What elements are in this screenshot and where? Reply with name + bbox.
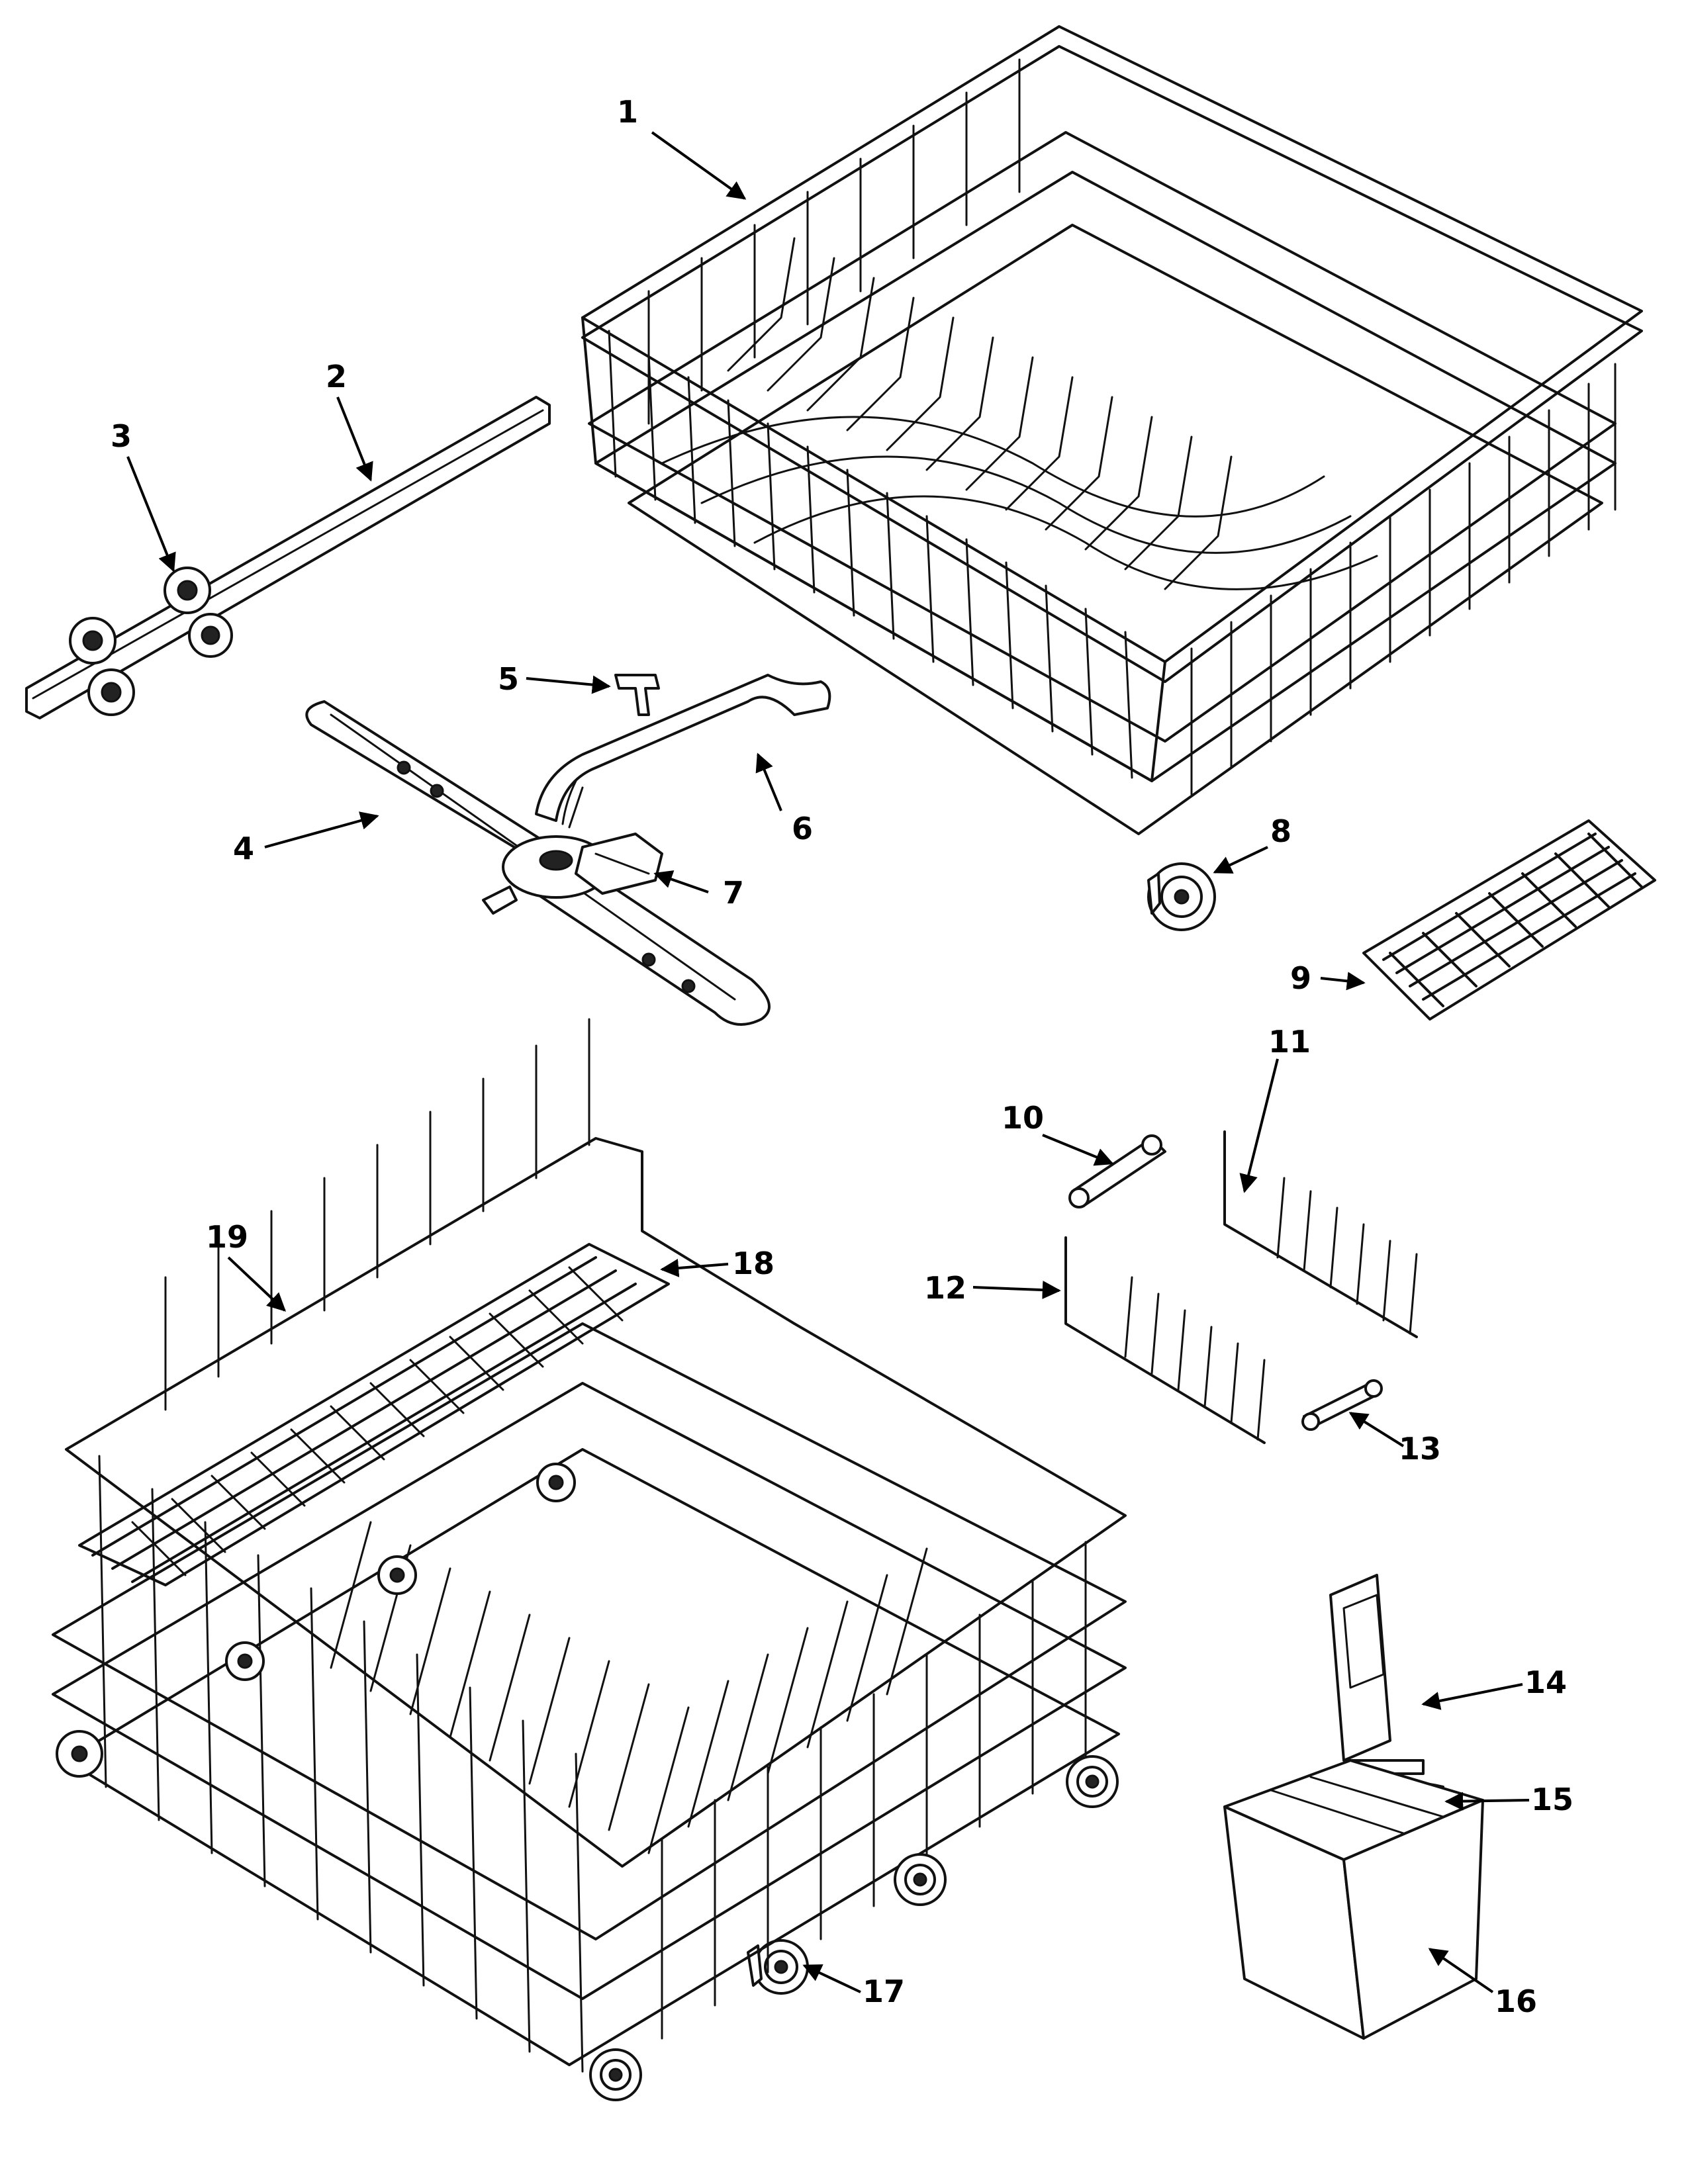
tine-row-left [1064,1236,1266,1444]
callout-17: 17 [863,1974,905,2009]
rail-roller-2 [69,617,117,664]
upper-rack [581,25,1643,835]
rail-roller-4 [87,668,135,716]
callout-18: 18 [732,1246,774,1281]
callout-12: 12 [924,1270,966,1306]
supply-tube-clip [614,674,660,716]
lower-rack-wheel-mid [894,1853,947,1906]
leader-8 [1213,846,1268,874]
callout-labels: 1 2 3 4 5 6 7 8 9 10 11 12 13 14 15 16 1… [111,94,1573,2019]
lower-rack-wheel-left [56,1730,103,1778]
lower-rack-wheel [747,1939,809,1995]
rail-rollers [69,567,233,716]
leader-lines [126,131,1530,1993]
callout-6: 6 [792,811,813,846]
lower-rack-wheel-right [1066,1755,1119,1808]
leader-17 [802,1964,861,1993]
leader-13 [1348,1412,1405,1447]
callout-15: 15 [1531,1782,1573,1817]
leader-19 [227,1256,287,1312]
tine-clip-lower [1301,1379,1383,1431]
leader-14 [1421,1683,1523,1710]
callout-16: 16 [1495,1983,1537,2019]
spray-arm [305,700,771,1026]
callout-9: 9 [1290,960,1311,996]
fold-down-tines [1362,819,1656,1021]
callout-5: 5 [498,661,519,697]
leader-5 [526,675,611,694]
callout-19: 19 [206,1219,248,1255]
callout-11: 11 [1268,1024,1311,1060]
leader-7 [653,870,709,893]
callout-3: 3 [111,418,132,454]
leader-3 [126,456,176,572]
leader-4 [264,811,379,848]
silverware-basket [1223,1759,1484,2040]
rack-wheel [1147,862,1216,931]
leader-1 [651,131,747,200]
leader-11 [1239,1058,1279,1193]
leader-16 [1428,1948,1494,1993]
leader-2 [336,396,373,482]
callout-2: 2 [326,359,347,394]
rail-roller-3 [188,613,233,658]
lower-fold-down-tines [78,1243,670,1586]
tine-row-right [1223,1130,1418,1338]
callout-13: 13 [1399,1431,1441,1467]
callout-4: 4 [233,831,254,866]
callout-7: 7 [723,875,744,911]
lower-rack-wheel-front [589,2048,642,2101]
callout-14: 14 [1524,1664,1567,1700]
leader-10 [1042,1134,1114,1166]
callout-1: 1 [617,94,638,130]
callout-8: 8 [1270,813,1291,849]
leader-9 [1320,972,1366,991]
supply-tube [535,674,831,829]
rack-rail [25,396,551,719]
basket-lid [1329,1574,1425,1775]
lower-rack [52,1018,1127,2101]
leader-12 [972,1281,1061,1300]
leader-18 [660,1259,729,1277]
rail-roller-1 [164,567,211,614]
leader-15 [1444,1792,1530,1811]
leader-6 [755,752,782,811]
tine-clip-upper [1068,1134,1166,1208]
callout-10: 10 [1002,1100,1044,1136]
